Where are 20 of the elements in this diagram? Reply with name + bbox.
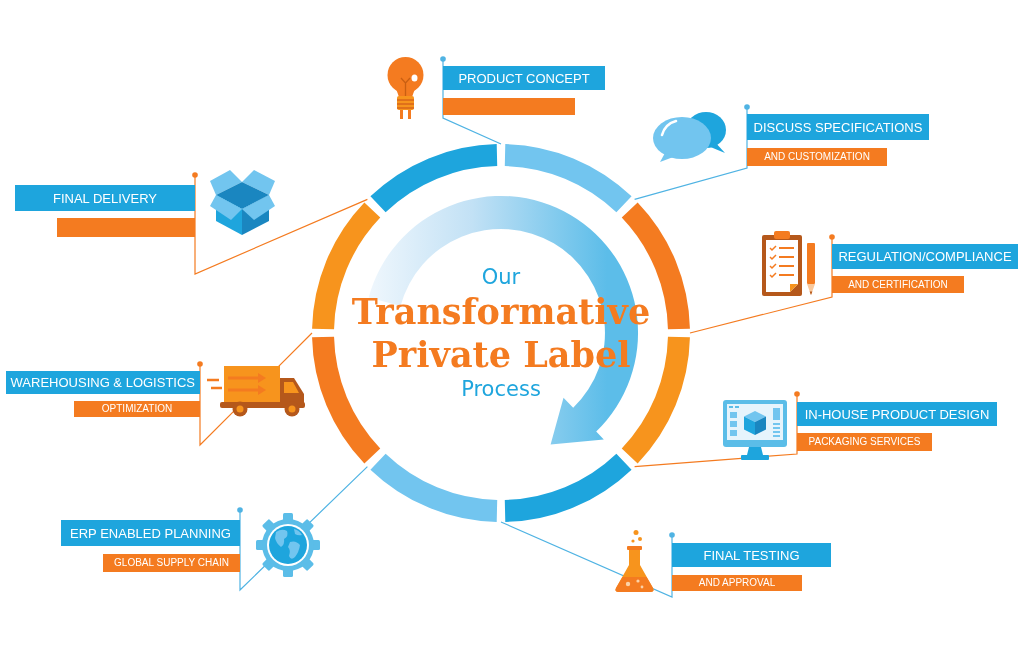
step-title: WAREHOUSING & LOGISTICS — [5, 371, 200, 394]
leader-line — [689, 234, 835, 334]
step-subtitle: OPTIMIZATION — [74, 401, 200, 417]
step-subtitle: PACKAGING SERVICES — [797, 433, 932, 451]
leader-line — [192, 172, 368, 275]
step-title: FINAL DELIVERY — [15, 185, 195, 211]
leader-line — [634, 104, 750, 200]
step-subtitle: AND APPROVAL — [672, 575, 802, 591]
step-title: ERP ENABLED PLANNING — [61, 520, 240, 546]
step-subtitle: GLOBAL SUPPLY CHAIN — [103, 554, 240, 572]
step-subtitle: AND CUSTOMIZATION — [747, 148, 887, 166]
heading-subtext: Our — [481, 264, 521, 290]
step-subtitle: AND CERTIFICATION — [832, 276, 964, 293]
heading-subtext: Process — [461, 376, 541, 402]
step-title: PRODUCT CONCEPT — [443, 66, 605, 90]
step-title: REGULATION/COMPLIANCE — [832, 244, 1018, 269]
step-title: DISCUSS SPECIFICATIONS — [747, 114, 929, 140]
step-title: FINAL TESTING — [672, 543, 831, 567]
step-title: IN-HOUSE PRODUCT DESIGN — [797, 402, 997, 426]
leader-line — [440, 56, 502, 145]
